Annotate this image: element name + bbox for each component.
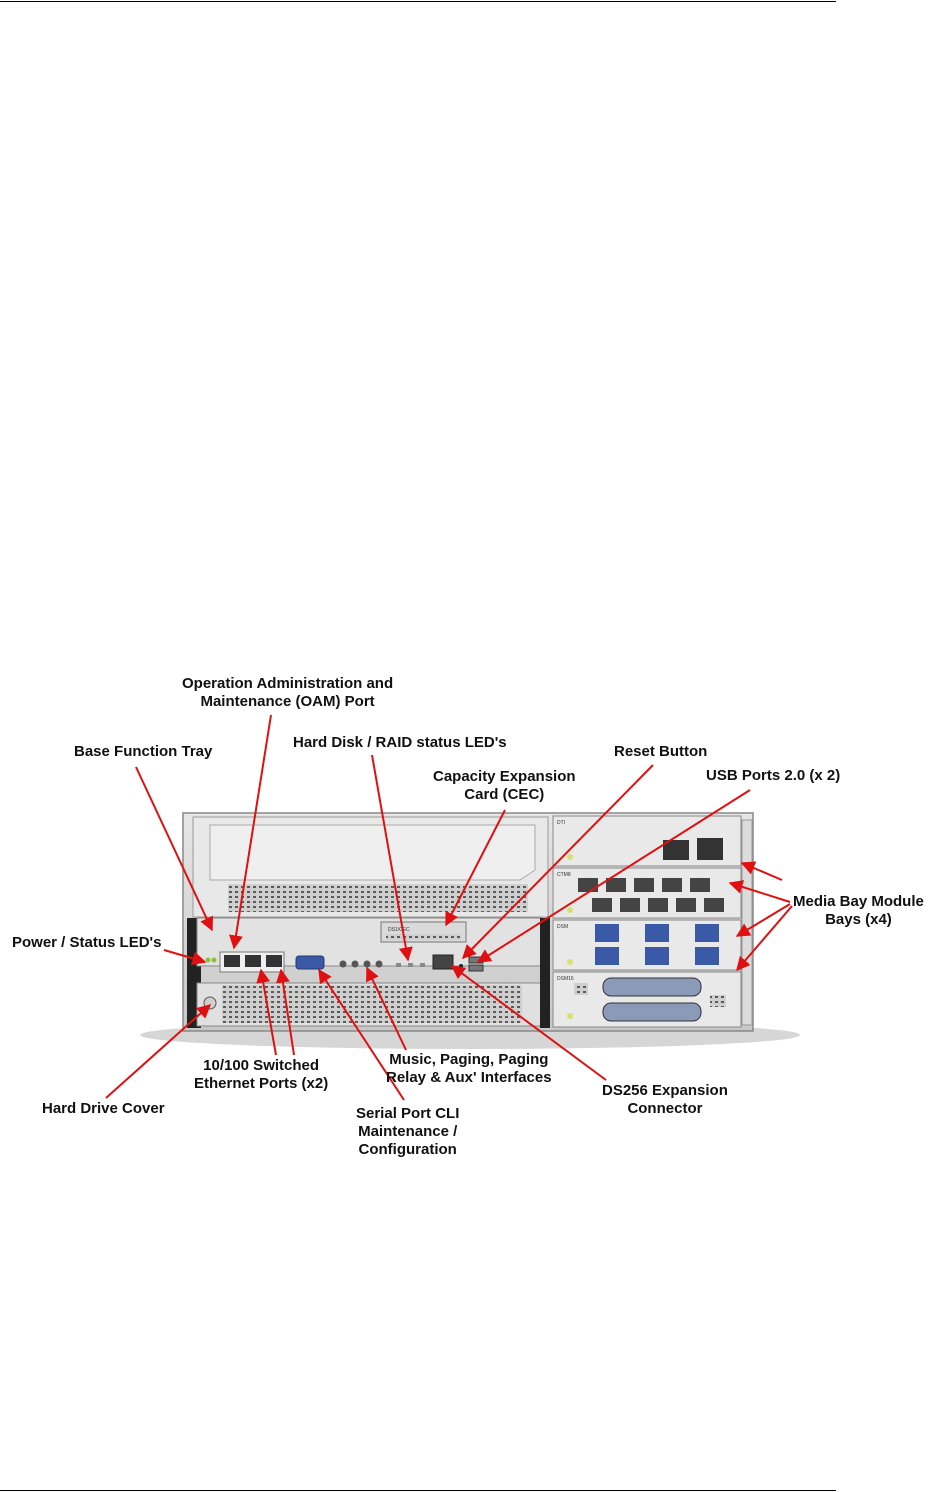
svg-text:DSM: DSM (557, 924, 568, 930)
arrow-media-4 (740, 861, 783, 881)
top-rule (0, 1, 836, 2)
ds256-label-line-1: DS256 Expansion (602, 1082, 728, 1099)
capacity-expansion-label: Capacity Expansion Card (CEC) (433, 768, 576, 804)
serial-port (295, 955, 325, 970)
ethernet-ports-label-line-2: Ethernet Ports (x2) (194, 1075, 329, 1092)
media-bay-label: Media Bay Module Bays (x4) (793, 893, 924, 929)
arrow-usb (476, 789, 751, 963)
music-jack (339, 960, 347, 968)
paging-jack (351, 960, 359, 968)
ethernet-port-2 (266, 955, 282, 967)
ds256-label: DS256 Expansion Connector (602, 1082, 728, 1118)
arrow-media-1 (728, 880, 791, 903)
power-led (205, 957, 211, 963)
oam-port (224, 955, 240, 967)
base-function-tray-label: Base Function Tray (74, 743, 213, 760)
arrow-hdd (105, 1004, 212, 1099)
hard-disk-raid-label: Hard Disk / RAID status LED's (293, 734, 507, 751)
svg-text:DS1/CEC: DS1/CEC (388, 927, 410, 933)
ds256-connector (432, 954, 454, 970)
usb-ports-label: USB Ports 2.0 (x 2) (706, 767, 841, 784)
svg-text:DTI: DTI (557, 820, 565, 826)
serial-port-label-line-1: Serial Port CLI (356, 1105, 460, 1122)
oam-port-label-line-1: Operation Administration and (182, 675, 394, 692)
arrow-oam (229, 714, 272, 950)
serial-port-label-line-3: Configuration (358, 1141, 457, 1158)
power-status-label: Power / Status LED's (12, 934, 162, 951)
svg-text:DSM16: DSM16 (557, 976, 574, 982)
music-paging-label-line-1: Music, Paging, Paging (389, 1051, 549, 1068)
media-bay-3: DSM (552, 919, 742, 971)
raid-led-3 (420, 963, 425, 967)
music-paging-label-line-2: Relay & Aux' Interfaces (386, 1069, 552, 1086)
ds256-label-line-2: Connector (627, 1100, 703, 1117)
arrow-raid (371, 754, 413, 962)
usb-port-2 (468, 964, 484, 972)
serial-port-label: Serial Port CLI Maintenance / Configurat… (356, 1105, 459, 1159)
arrow-eth-1 (256, 968, 277, 1056)
raid-led-2 (408, 963, 413, 967)
arrow-media-2 (735, 903, 791, 937)
ethernet-ports-label: 10/100 Switched Ethernet Ports (x2) (194, 1057, 328, 1093)
oam-port-label: Operation Administration and Maintenance… (182, 675, 393, 711)
svg-text:CTM8: CTM8 (557, 872, 571, 878)
arrow-reset (462, 764, 654, 959)
aux-jack (375, 960, 383, 968)
reset-button (459, 964, 463, 968)
arrow-cec (445, 809, 506, 927)
arrow-music (366, 966, 407, 1051)
arrow-base-tray (135, 766, 214, 932)
media-bay-1: DTI (552, 815, 742, 867)
arrow-eth-2 (275, 968, 295, 1056)
arrow-serial (318, 968, 405, 1101)
oam-port-label-line-2: Maintenance (OAM) Port (200, 693, 375, 710)
arrow-ds256 (450, 965, 607, 1081)
chassis: DS1/CEC (182, 812, 754, 1032)
media-bay-label-line-1: Media Bay Module (793, 893, 924, 910)
bottom-rule (0, 1490, 836, 1491)
callout-arrows (105, 714, 793, 1101)
ethernet-ports-label-line-1: 10/100 Switched (203, 1057, 320, 1074)
raid-led-1 (396, 963, 401, 967)
arrow-power (163, 949, 207, 966)
arrow-media-3 (736, 905, 793, 972)
music-paging-label: Music, Paging, Paging Relay & Aux' Inter… (386, 1051, 552, 1087)
media-bay-4: DSM16 (552, 971, 742, 1028)
media-bay-label-line-2: Bays (x4) (825, 911, 892, 928)
serial-port-label-line-2: Maintenance / (358, 1123, 458, 1140)
capacity-expansion-label-line-2: Card (CEC) (464, 786, 545, 803)
hard-drive-cover (222, 985, 522, 1023)
reset-button-label: Reset Button (614, 743, 708, 760)
hard-drive-cover-label: Hard Drive Cover (42, 1100, 165, 1117)
ethernet-port-1 (245, 955, 261, 967)
paging-relay-jack (363, 960, 371, 968)
media-bay-2: CTM8 (552, 867, 742, 919)
capacity-expansion-label-line-1: Capacity Expansion (433, 768, 576, 785)
